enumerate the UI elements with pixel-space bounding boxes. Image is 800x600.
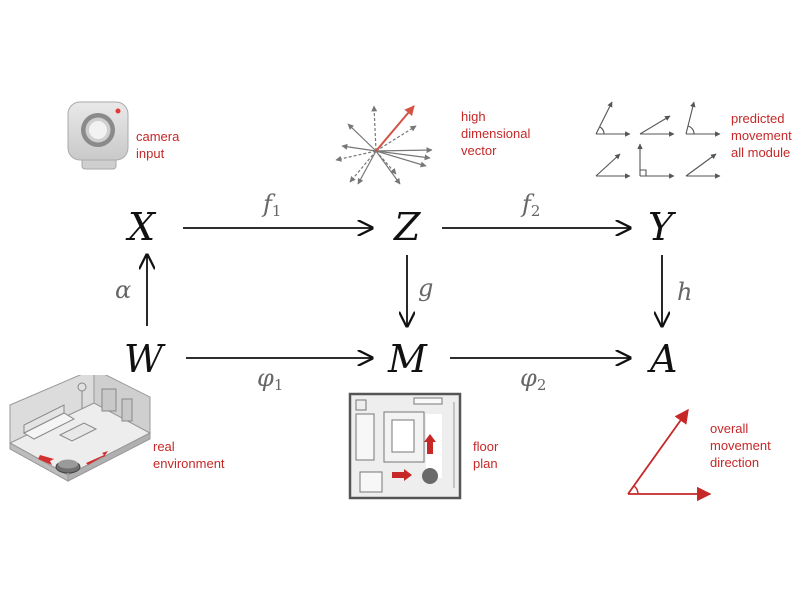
node-X: X <box>128 205 156 249</box>
label-h: h <box>677 278 693 306</box>
node-M: M <box>388 337 427 381</box>
node-Y: Y <box>648 205 674 249</box>
label-alpha: α <box>115 276 132 304</box>
floor-plan-icon <box>348 392 462 500</box>
label-f1: f1 <box>263 190 282 220</box>
isometric-room-icon <box>8 375 152 482</box>
label-phi1: φ1 <box>257 364 284 394</box>
label-phi2: φ2 <box>520 364 547 394</box>
node-W: W <box>124 337 164 381</box>
node-Z: Z <box>394 205 421 249</box>
label-g: g <box>418 274 434 302</box>
angle-grid-icon <box>595 101 721 179</box>
label-f2: f2 <box>522 190 541 220</box>
camera-icon <box>67 101 129 170</box>
movement-direction-icon <box>627 408 712 502</box>
node-A: A <box>650 337 678 381</box>
vector-burst-icon <box>335 105 433 185</box>
